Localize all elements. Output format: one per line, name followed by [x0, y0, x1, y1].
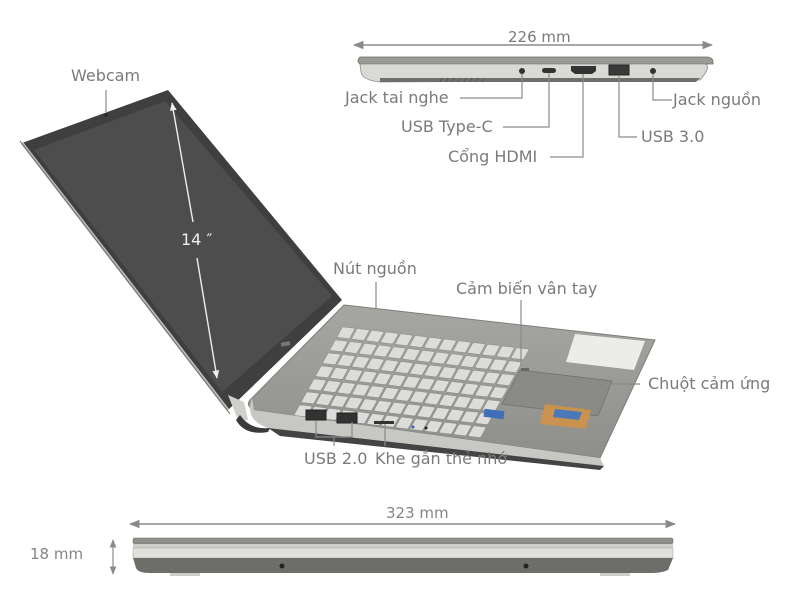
usb-type-c-label: USB Type-C	[401, 117, 493, 136]
usb-2-port-2	[336, 412, 358, 424]
keyboard	[294, 326, 529, 438]
front-view	[109, 519, 677, 576]
usb-c-port	[542, 68, 556, 73]
hdmi-port	[571, 66, 596, 74]
fingerprint-sensor-label: Cảm biến vân tay	[456, 279, 598, 298]
touchpad-label: Chuột cảm ứng	[648, 374, 771, 393]
intel-sticker	[483, 408, 505, 420]
power-jack-port	[650, 68, 656, 74]
usb-3-label: USB 3.0	[641, 127, 705, 146]
webcam-label: Webcam	[71, 66, 141, 85]
thickness-label: 18 mm	[30, 545, 84, 563]
main-view	[19, 90, 656, 470]
side-view	[352, 40, 714, 158]
usb-3-port	[608, 64, 630, 76]
usb-2-port-1	[305, 409, 327, 421]
screen-size-label: 14 ″	[181, 230, 213, 249]
webcam-lens	[104, 113, 108, 117]
side-width-label: 226 mm	[508, 28, 571, 46]
power-jack-label: Jack nguồn	[673, 90, 762, 109]
screen-display	[34, 101, 332, 392]
spec-sticker	[566, 334, 645, 370]
headphone-jack-label: Jack tai nghe	[345, 88, 449, 107]
memory-card-slot	[374, 421, 394, 424]
front-width-label: 323 mm	[386, 504, 449, 522]
headphone-jack-port	[519, 68, 525, 74]
usb-2-label: USB 2.0	[304, 449, 368, 468]
hdmi-port-label: Cổng HDMI	[448, 147, 538, 166]
touchpad	[501, 369, 613, 417]
power-button-label: Nút nguồn	[333, 259, 417, 278]
memory-card-slot-label: Khe gắn thẻ nhớ	[375, 449, 508, 468]
fingerprint-sensor	[521, 368, 529, 371]
